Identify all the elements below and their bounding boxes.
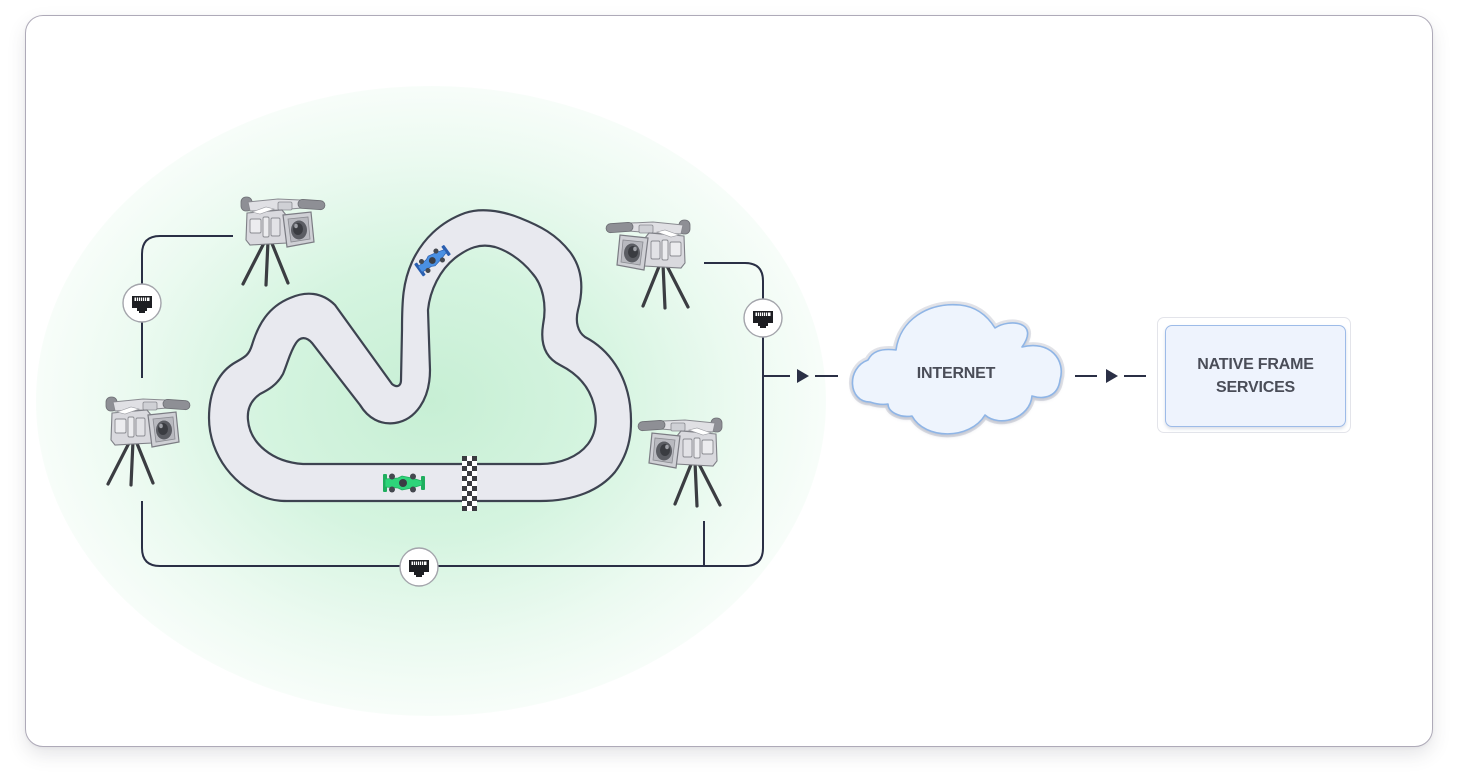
internet-cloud: INTERNET bbox=[849, 301, 1065, 438]
finish-line-square bbox=[467, 501, 472, 506]
cable-top-left bbox=[141, 235, 233, 378]
finish-line-square bbox=[467, 461, 472, 466]
ethernet-port-icon bbox=[399, 547, 439, 587]
internet-label: INTERNET bbox=[917, 365, 996, 382]
finish-line-square bbox=[462, 486, 467, 491]
network-cabling bbox=[141, 235, 1146, 567]
finish-line-square bbox=[462, 496, 467, 501]
finish-line-square bbox=[472, 466, 477, 471]
arrow-head-to-internet bbox=[797, 369, 809, 383]
finish-line-square bbox=[472, 476, 477, 481]
cloud-shape bbox=[851, 303, 1062, 435]
arrow-head-to-services bbox=[1106, 369, 1118, 383]
video-camera-icon bbox=[604, 218, 692, 310]
native-frame-services-node: NATIVE FRAME SERVICES bbox=[1165, 325, 1346, 427]
service-label-line1: NATIVE FRAME bbox=[1197, 356, 1314, 373]
finish-line-square bbox=[462, 466, 467, 471]
video-camera-icon bbox=[104, 395, 192, 487]
cable-bottom bbox=[141, 262, 764, 567]
service-label-line2: SERVICES bbox=[1215, 379, 1296, 396]
finish-line-square bbox=[467, 491, 472, 496]
finish-line-square bbox=[472, 486, 477, 491]
checkered-flag-finish-line bbox=[462, 456, 477, 511]
finish-line-square bbox=[472, 456, 477, 461]
video-camera-icon bbox=[636, 416, 724, 508]
finish-line-square bbox=[472, 496, 477, 501]
ethernet-port-icon bbox=[122, 283, 162, 323]
finish-line-square bbox=[467, 471, 472, 476]
track-surface bbox=[207, 209, 633, 503]
ethernet-port-icon bbox=[743, 298, 783, 338]
finish-line-square bbox=[462, 506, 467, 511]
finish-line-square bbox=[472, 506, 477, 511]
finish-line-square bbox=[467, 481, 472, 486]
video-camera-icon bbox=[239, 195, 327, 287]
finish-line-square bbox=[462, 456, 467, 461]
finish-line-square bbox=[462, 476, 467, 481]
race-track bbox=[207, 209, 633, 511]
